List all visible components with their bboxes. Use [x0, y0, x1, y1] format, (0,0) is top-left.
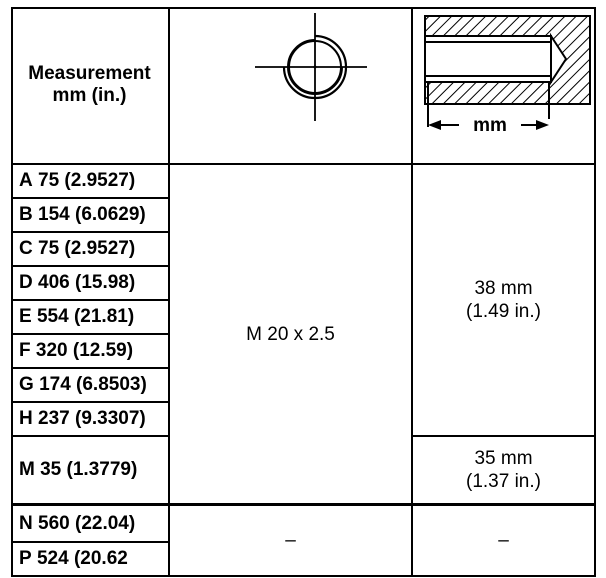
table-border-right — [594, 7, 596, 577]
depth-np-cell: – — [413, 506, 594, 575]
row-d-label: D 406 (15.98) — [19, 272, 136, 293]
measurement-header-line1: Measurement — [28, 63, 151, 84]
row-g-label: G 174 (6.8503) — [19, 374, 147, 395]
depth-m-line1: 35 mm — [474, 448, 533, 469]
depth-section-divider — [411, 435, 596, 437]
row-a-label: A 75 (2.9527) — [19, 170, 136, 191]
row-m-label: M 35 (1.3779) — [19, 459, 138, 480]
row-divider-m — [11, 435, 169, 437]
measurement-header: Measurement mm (in.) — [11, 7, 168, 163]
table-border-left — [11, 7, 13, 577]
row-divider — [11, 401, 169, 403]
hole-depth-diagram-icon: mm — [424, 15, 591, 136]
thread-size-value: M 20 x 2.5 — [246, 323, 335, 345]
depth-m-cell: 35 mm (1.37 in.) — [413, 437, 594, 503]
thread-symbol-icon — [255, 13, 367, 121]
depth-main-cell: 38 mm (1.49 in.) — [413, 165, 594, 435]
row-e-label: E 554 (21.81) — [19, 306, 135, 327]
row-n-label: N 560 (22.04) — [19, 512, 136, 534]
row-f-label: F 320 (12.59) — [19, 340, 134, 361]
table-border-bottom — [11, 575, 596, 577]
row-divider — [11, 299, 169, 301]
row-p-label: P 524 (20.62 — [19, 548, 128, 569]
thread-size-np-cell: – — [170, 506, 411, 575]
depth-np-value: – — [498, 530, 509, 551]
column-divider-2 — [411, 7, 413, 577]
depth-main-line2: (1.49 in.) — [466, 301, 541, 322]
thread-size-cell: M 20 x 2.5 — [170, 165, 411, 503]
row-divider — [11, 541, 169, 543]
depth-main-line1: 38 mm — [474, 278, 533, 299]
table-border-top — [11, 7, 596, 9]
header-divider — [11, 163, 596, 165]
row-divider — [11, 231, 169, 233]
row-divider — [11, 197, 169, 199]
column-divider-1 — [168, 7, 170, 577]
row-b-label: B 154 (6.0629) — [19, 204, 146, 225]
measurement-header-line2: mm (in.) — [52, 85, 127, 106]
row-divider — [11, 333, 169, 335]
depth-dimension-label: mm — [473, 115, 507, 136]
thread-size-np-value: – — [285, 530, 296, 551]
row-divider — [11, 367, 169, 369]
row-c-label: C 75 (2.9527) — [19, 238, 136, 259]
row-divider — [11, 265, 169, 267]
section-divider — [11, 503, 596, 506]
depth-m-line2: (1.37 in.) — [466, 471, 541, 492]
row-h-label: H 237 (9.3307) — [19, 408, 146, 429]
